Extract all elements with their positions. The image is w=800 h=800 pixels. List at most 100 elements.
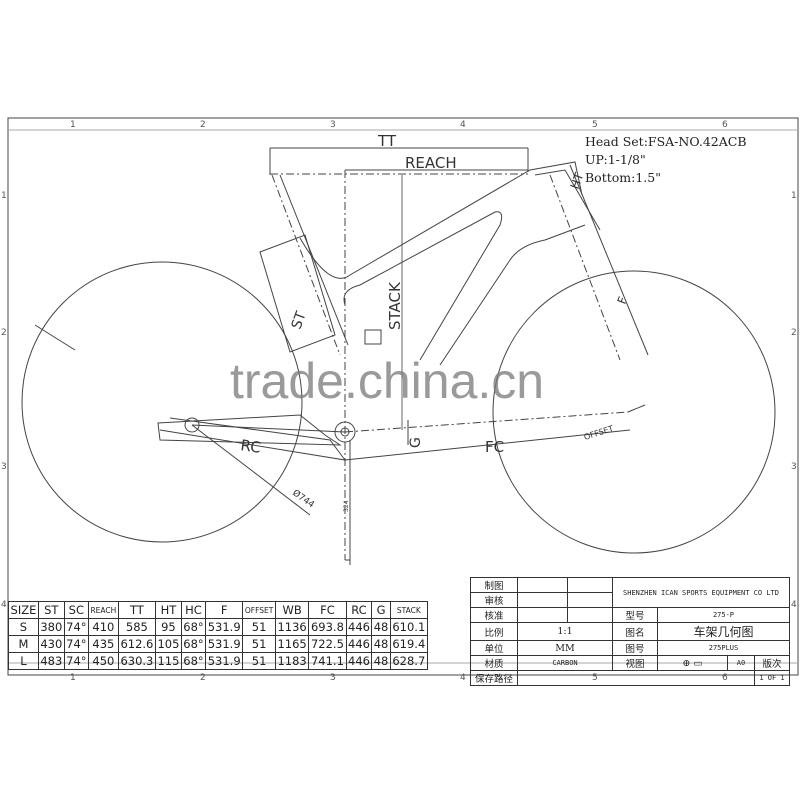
label-reach: REACH <box>405 154 457 172</box>
approved-date <box>567 607 613 623</box>
label-g: G <box>408 437 424 448</box>
col-marker: 3 <box>330 120 336 130</box>
table-cell: 105 <box>155 635 182 653</box>
table-cell: 741.1 <box>308 652 347 670</box>
table-cell: 68° <box>180 652 207 670</box>
table-cell: 68° <box>180 635 207 653</box>
table-cell: 693.8 <box>308 618 347 636</box>
title-block: 制图 SHENZHEN ICAN SPORTS EQUIPMENT CO LTD… <box>470 577 790 686</box>
table-header-row: SIZE ST SC REACH TT HT HC F OFFSET WB FC… <box>8 601 429 619</box>
save-path-label: 保存路径 <box>470 670 518 686</box>
table-cell: 446 <box>345 652 373 670</box>
drawing-number-label: 图号 <box>612 640 658 656</box>
row-marker: 1 <box>791 191 797 201</box>
rear-wheel <box>21 261 303 543</box>
table-cell: 483 <box>37 652 65 670</box>
drawing-number-value: 275PLUS <box>657 640 790 656</box>
grid-markers: 1 2 3 4 5 6 1 2 3 4 5 6 1 2 3 4 1 2 3 4 <box>1 120 797 683</box>
col-marker: 4 <box>460 673 466 683</box>
table-cell: 410 <box>87 618 119 636</box>
row-marker: 2 <box>1 328 7 338</box>
revision-label: 版次 <box>754 655 790 671</box>
table-cell: 68° <box>180 618 207 636</box>
table-cell: 95 <box>155 618 182 636</box>
header-cell: ST <box>37 601 65 619</box>
table-cell: 531.9 <box>205 618 244 636</box>
headset-note: Head Set:FSA-NO.42ACB <box>585 134 747 149</box>
reviewed-value <box>517 592 568 608</box>
table-cell: 612.6 <box>117 635 157 653</box>
approved-label: 核准 <box>470 607 518 623</box>
projection-symbol-icon: ⊕ ▭ <box>657 655 728 671</box>
dimension-labels: TT REACH STACK ST HT F RC FC G OFFSET Ø7… <box>239 132 630 512</box>
table-cell: 48 <box>371 635 391 653</box>
drawing-border <box>7 117 799 676</box>
material-value: CARBON <box>517 655 613 671</box>
table-cell: 531.9 <box>205 652 244 670</box>
table-cell: 51 <box>242 618 276 636</box>
table-cell: 1165 <box>274 635 310 653</box>
col-marker: 2 <box>200 120 206 130</box>
col-marker: 1 <box>70 673 76 683</box>
table-cell: 450 <box>87 652 119 670</box>
header-cell: STACK <box>389 601 429 619</box>
unit-value: MM <box>517 640 613 656</box>
col-marker: 5 <box>592 120 598 130</box>
table-cell: 51 <box>242 635 276 653</box>
unit-label: 单位 <box>470 640 518 656</box>
watermark: trade.china.cn <box>230 353 545 409</box>
header-cell: HT <box>155 601 182 619</box>
geometry-table: SIZE ST SC REACH TT HT HC F OFFSET WB FC… <box>8 601 429 670</box>
header-cell: TT <box>117 601 157 619</box>
row-marker: 3 <box>791 462 797 472</box>
header-cell: RC <box>345 601 373 619</box>
col-marker: 3 <box>330 673 336 683</box>
table-cell: 48 <box>371 652 391 670</box>
row-marker: 4 <box>791 600 797 610</box>
header-cell: WB <box>274 601 310 619</box>
model-value: 275-P <box>657 607 790 623</box>
reviewed-label: 审核 <box>470 592 518 608</box>
reviewed-date <box>567 592 613 608</box>
label-stack: STACK <box>386 281 404 330</box>
table-cell: 1183 <box>274 652 310 670</box>
scale-label: 比例 <box>470 622 518 641</box>
col-marker: 1 <box>70 120 76 130</box>
table-cell: 51 <box>242 652 276 670</box>
table-cell: S <box>8 618 39 636</box>
approved-value <box>517 607 568 623</box>
table-cell: M <box>8 635 39 653</box>
scale-value: 1:1 <box>517 622 613 641</box>
col-marker: 4 <box>460 120 466 130</box>
table-cell: 585 <box>117 618 157 636</box>
drawn-by-value <box>517 577 568 593</box>
table-cell: 630.3 <box>117 652 157 670</box>
drawing-name-label: 图名 <box>612 622 658 641</box>
table-cell: 435 <box>87 635 119 653</box>
table-cell: 74° <box>63 652 89 670</box>
row-marker: 3 <box>1 462 7 472</box>
header-cell: FC <box>308 601 347 619</box>
view-label: 视图 <box>612 655 658 671</box>
header-cell: SC <box>63 601 89 619</box>
table-cell: 610.1 <box>389 618 429 636</box>
header-cell: F <box>205 601 244 619</box>
row-marker: 2 <box>791 328 797 338</box>
label-f: F <box>615 295 631 306</box>
headset-bottom-note: Bottom:1.5" <box>585 170 661 185</box>
header-cell: SIZE <box>8 601 39 619</box>
label-tt: TT <box>377 132 397 150</box>
header-cell: OFFSET <box>242 601 276 619</box>
table-cell: 48 <box>371 618 391 636</box>
headset-up-note: UP:1-1/8" <box>585 152 646 167</box>
save-path-value <box>517 670 755 686</box>
label-rc: RC <box>239 436 261 457</box>
sheet-number: 1 OF 1 <box>754 670 790 686</box>
table-cell: 430 <box>37 635 65 653</box>
header-cell: HC <box>180 601 207 619</box>
label-fc: FC <box>485 438 504 456</box>
table-cell: 115 <box>155 652 182 670</box>
